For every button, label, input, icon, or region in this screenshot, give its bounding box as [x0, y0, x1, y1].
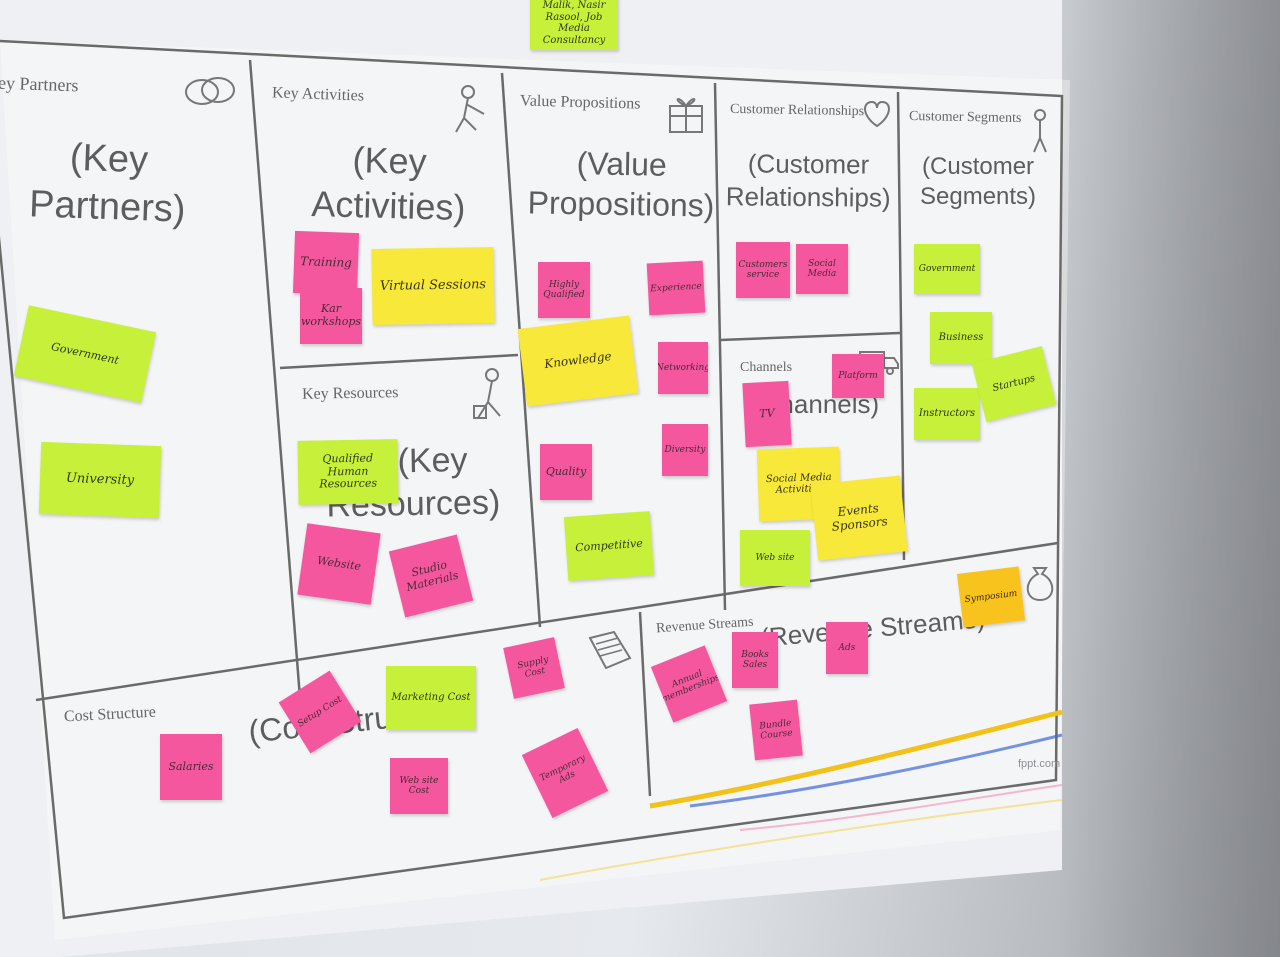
sticky-note-social-media[interactable]: Social Media — [796, 244, 848, 294]
sticky-note-government-segment[interactable]: Government — [914, 244, 980, 294]
sticky-note-marketing-cost[interactable]: Marketing Cost — [386, 666, 476, 730]
key-activities-label-line2: Activities) — [310, 182, 466, 229]
sticky-note-business[interactable]: Business — [930, 312, 992, 364]
sticky-note-workshops[interactable]: Kar workshops — [300, 288, 362, 344]
sticky-note-university[interactable]: University — [38, 441, 162, 519]
gift-box-icon — [669, 98, 703, 133]
value-propositions-title: Value Propositions — [519, 92, 641, 113]
wall-shadow — [1060, 0, 1280, 957]
sticky-note-quality[interactable]: Quality — [540, 444, 592, 500]
worker-icon — [455, 85, 485, 133]
key-activities-title: Key Activities — [271, 84, 365, 105]
customer-segments-label: (Customer Segments) — [920, 152, 1036, 212]
customer-relationships-label-line2: Relationships) — [725, 180, 891, 213]
money-bag-icon — [1026, 567, 1054, 602]
sticky-note-qualified-human-resources[interactable]: Qualified Human Resources — [297, 439, 399, 505]
key-partners-label: (Key Partners) — [28, 133, 188, 233]
key-activities-label: (Key Activities) — [311, 136, 467, 230]
key-partners-label-line1: (Key — [69, 136, 149, 182]
builder-icon — [473, 368, 501, 419]
key-partners-title: ey Partners — [0, 72, 79, 96]
customer-segments-label-line2: Segments) — [920, 183, 1037, 210]
key-partners-label-line2: Partners) — [28, 182, 187, 231]
customer-segments-label-line1: (Customer — [922, 153, 1035, 180]
value-propositions-label: (Value Propositions) — [527, 142, 715, 225]
sticky-note-website-cost[interactable]: Web site Cost — [390, 758, 448, 814]
sticky-note-platform[interactable]: Platform — [832, 354, 884, 398]
chain-link-icon — [185, 77, 235, 105]
sticky-note-virtual-sessions[interactable]: Virtual Sessions — [371, 246, 495, 326]
sticky-note-experience[interactable]: Experience — [646, 260, 706, 316]
sticky-note-ads[interactable]: Ads — [826, 622, 868, 674]
person-icon — [1033, 109, 1047, 153]
sticky-note-events-sponsors[interactable]: Events Sponsors — [810, 475, 908, 561]
sticky-note-channels-green[interactable]: Web site — [740, 530, 810, 586]
sticky-note-training[interactable]: Training — [292, 230, 360, 296]
customer-relationships-title: Customer Relationships — [729, 101, 865, 120]
price-tag-icon — [588, 630, 632, 670]
sticky-note-books-sales[interactable]: Books Sales — [732, 632, 778, 688]
sticky-note-top[interactable]: Malik, Nasir Rasool, Job Media Consultan… — [530, 0, 618, 50]
brand-watermark: fppt.com — [1018, 758, 1061, 770]
sticky-note-salaries[interactable]: Salaries — [160, 734, 222, 800]
sticky-note-diversity[interactable]: Diversity — [662, 424, 708, 476]
value-propositions-label-line2: Propositions) — [527, 184, 715, 224]
channels-title: Channels — [740, 360, 793, 375]
customer-segments-title: Customer Segments — [908, 109, 1022, 126]
value-propositions-label-line1: (Value — [576, 145, 668, 183]
sticky-note-tv[interactable]: TV — [742, 380, 792, 448]
sticky-note-highly-qualified[interactable]: Highly Qualified — [538, 262, 590, 318]
heart-icon — [864, 100, 890, 128]
sticky-note-symposium[interactable]: Symposium — [956, 566, 1026, 628]
sticky-note-competitive[interactable]: Competitive — [563, 511, 655, 581]
sticky-note-supply-cost[interactable]: Supply Cost — [503, 637, 565, 699]
sticky-note-knowledge[interactable]: Knowledge — [517, 315, 639, 407]
sticky-note-networking[interactable]: Networking — [658, 342, 708, 394]
sticky-note-customer-service[interactable]: Customers service — [736, 242, 790, 298]
customer-relationships-label: (Customer Relationships) — [726, 147, 891, 213]
key-activities-label-line1: (Key — [352, 139, 428, 182]
customer-relationships-label-line1: (Customer — [747, 148, 870, 180]
sticky-note-instructors[interactable]: Instructors — [914, 388, 980, 440]
key-resources-title: Key Resources — [301, 384, 399, 403]
sticky-note-website[interactable]: Website — [297, 523, 381, 605]
sticky-note-bundle-course[interactable]: Bundle Course — [749, 699, 803, 761]
